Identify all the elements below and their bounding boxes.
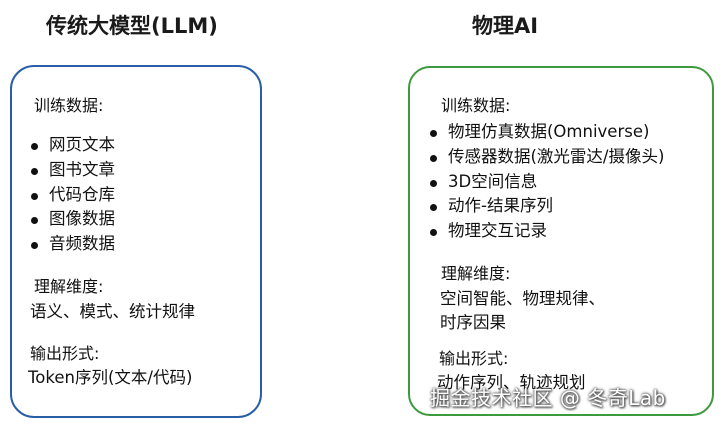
list-item: 网页文本: [31, 133, 115, 158]
bullet-icon: [430, 130, 437, 137]
llm-output-label: 输出形式:: [30, 344, 100, 363]
llm-understanding-text: 语义、模式、统计规律: [30, 302, 195, 321]
list-item: 3D空间信息: [430, 170, 664, 195]
bullet-icon: [31, 242, 38, 250]
llm-column-title: 传统大模型(LLM): [46, 14, 218, 38]
bullet-icon: [31, 167, 38, 175]
physical-ai-understanding-label: 理解维度:: [441, 264, 511, 283]
bullet-icon: [430, 229, 437, 237]
bullet-icon: [31, 217, 38, 225]
list-item: 动作-结果序列: [430, 194, 664, 219]
llm-training-label: 训练数据:: [34, 96, 104, 115]
physical-ai-box: [408, 66, 714, 416]
llm-box: [10, 65, 262, 418]
list-item: 代码仓库: [31, 183, 115, 208]
llm-output-text: Token序列(文本/代码): [28, 368, 193, 387]
list-item: 音频数据: [31, 232, 115, 257]
bullet-icon: [31, 192, 38, 200]
physical-ai-training-list: 物理仿真数据(Omniverse) 传感器数据(激光雷达/摄像头) 3D空间信息…: [430, 120, 664, 244]
physical-ai-output-label: 输出形式:: [439, 349, 509, 368]
bullet-icon: [31, 143, 38, 150]
site-watermark: 掘金技术社区 @ 冬奇Lab: [430, 386, 666, 410]
bullet-icon: [430, 154, 437, 162]
list-item: 图书文章: [31, 158, 115, 183]
list-item: 物理交互记录: [430, 219, 664, 244]
llm-understanding-label: 理解维度:: [34, 277, 104, 296]
physical-ai-training-label: 训练数据:: [441, 96, 511, 115]
list-item: 传感器数据(激光雷达/摄像头): [430, 145, 664, 170]
physical-ai-understanding-line2: 时序因果: [440, 313, 506, 332]
llm-training-list: 网页文本 图书文章 代码仓库 图像数据 音频数据: [31, 133, 115, 257]
physical-ai-output-text: 动作序列、轨迹规划: [437, 373, 586, 392]
bullet-icon: [430, 179, 437, 187]
list-item: 图像数据: [31, 207, 115, 232]
physical-ai-column-title: 物理AI: [472, 14, 539, 38]
bullet-icon: [430, 204, 437, 212]
physical-ai-understanding-line1: 空间智能、物理规律、: [440, 289, 605, 308]
list-item: 物理仿真数据(Omniverse): [430, 120, 664, 145]
